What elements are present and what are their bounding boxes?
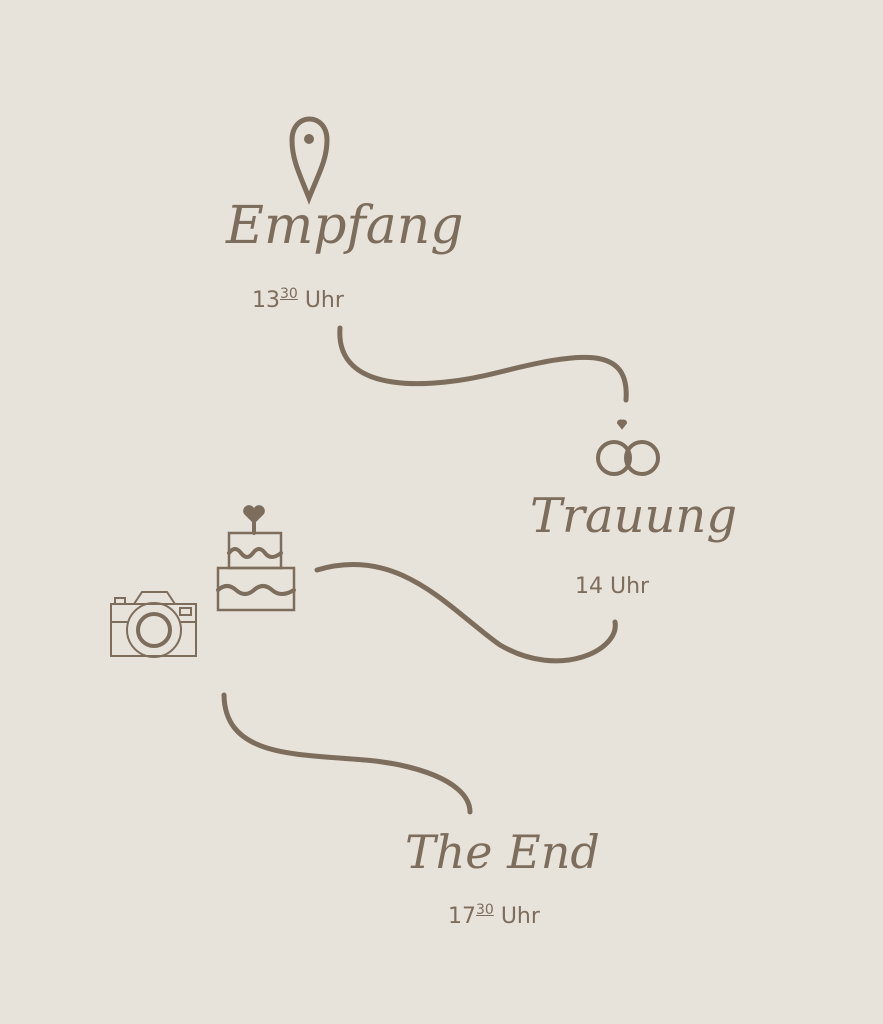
time-suffix: Uhr [304,288,344,313]
time-suffix: Uhr [500,904,540,929]
time-hour: 14 [575,574,603,599]
stop-title-the-end: The End [405,825,600,879]
stop-time-the-end: 1730 Uhr [448,902,540,929]
camera-icon [110,591,197,658]
path-line-2 [314,562,618,664]
time-minutes: 30 [280,286,298,302]
time-hour: 13 [252,288,280,313]
stop-time-trauung: 14 Uhr [575,574,649,599]
time-minutes: 30 [476,902,494,918]
path-line-3 [221,692,473,815]
stop-title-empfang: Empfang [226,196,464,256]
time-suffix: Uhr [610,574,650,599]
stop-title-trauung: Trauung [530,488,738,544]
time-hour: 17 [448,904,476,929]
location-pin-icon [289,116,330,205]
cake-icon [216,505,296,612]
wedding-rings-icon [596,419,660,476]
stop-time-empfang: 1330 Uhr [252,286,344,313]
path-line-1 [337,325,629,403]
